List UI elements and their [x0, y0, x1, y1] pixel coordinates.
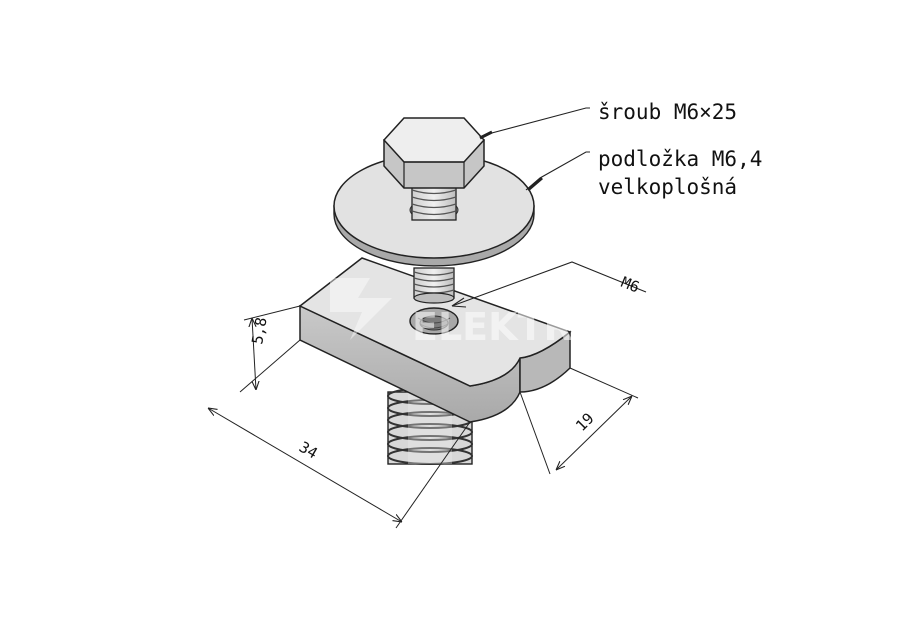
washer-callout-line1: podložka M6,4	[598, 147, 762, 171]
channel-nut	[298, 257, 572, 423]
length-dimension: 34	[296, 438, 321, 463]
thread-leader-arrow	[451, 297, 467, 308]
watermark-line2: ELEKTRO	[412, 305, 605, 349]
bolt-thread-lower	[413, 267, 455, 304]
callout-leaders	[451, 107, 647, 307]
thickness-dimension: 5,8	[248, 316, 270, 346]
bolt-head	[382, 117, 486, 189]
dimension-lines	[208, 305, 639, 529]
thread-callout: M6	[619, 273, 642, 296]
bolt-callout: šroub M6×25	[598, 100, 737, 124]
width-dimension: 19	[572, 409, 598, 435]
washer-callout-line2: velkoplošná	[598, 175, 737, 199]
